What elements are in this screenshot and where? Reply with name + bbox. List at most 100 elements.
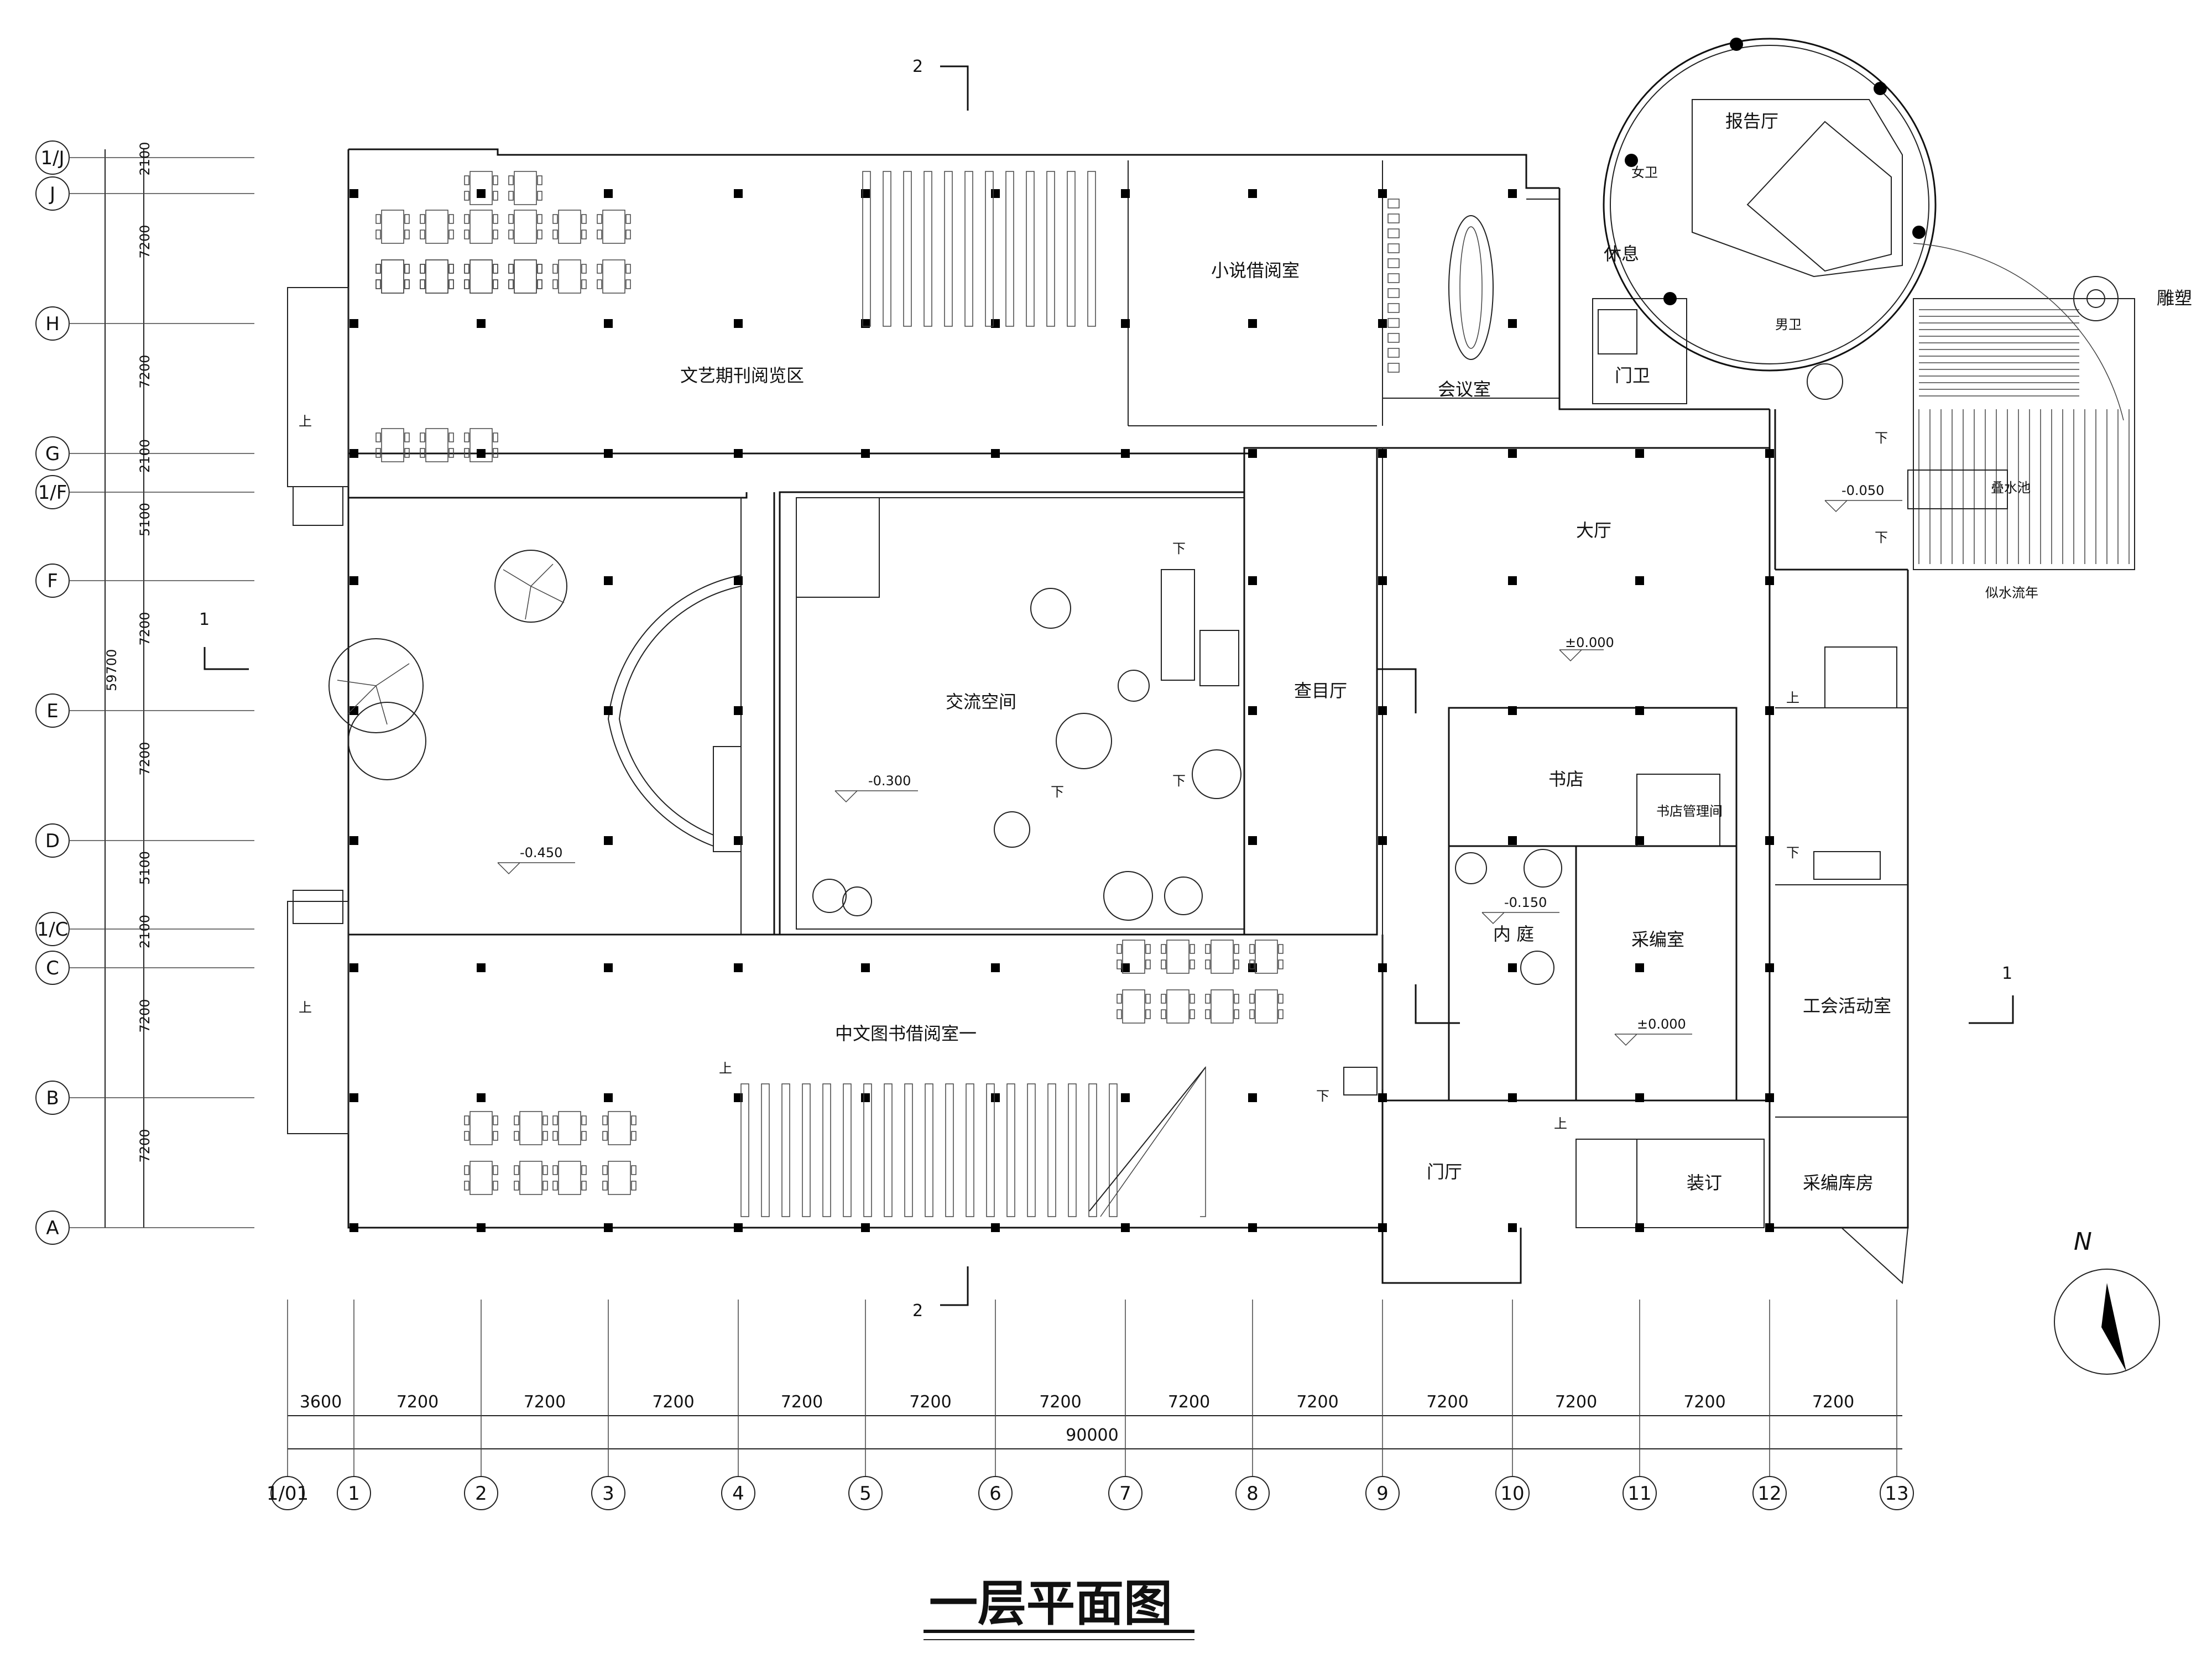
col-axis-bubble [337,1476,371,1510]
meeting-shelf [1387,273,1400,283]
reading-table [469,259,493,294]
structural-column [1248,319,1257,328]
reading-table [469,1111,493,1145]
row-axis-label: 1/J [40,147,64,169]
chair [1190,959,1195,969]
meeting-shelf [1387,258,1400,268]
chair [1249,994,1255,1004]
reading-table [558,1111,581,1145]
row-axis-label: E [46,700,58,722]
room-union: 工会活动室 [1803,995,1891,1016]
chair [375,432,381,442]
chair [375,264,381,274]
chair [448,229,454,239]
stair-down-4: 下 [1875,430,1888,446]
room-entrance: 门厅 [1427,1161,1462,1182]
col-dim-value: 7200 [1426,1392,1468,1412]
bookshelf [781,1083,790,1217]
structural-column [991,1093,1000,1102]
chair [602,1131,608,1141]
row-dim-value: 7200 [137,999,153,1032]
chair [404,229,410,239]
chair [552,279,558,289]
water-pool-box [1907,469,2008,509]
structural-column [1248,963,1257,972]
label-sculpture: 雕塑 [2157,288,2192,309]
bookshelf [986,1083,995,1217]
reading-table [1255,989,1278,1024]
stair-down-5: 下 [1875,530,1888,545]
chair [464,1181,469,1191]
stair-up-1: 上 [299,414,312,429]
structural-column [734,576,743,585]
chair [464,1165,469,1175]
room-catalog: 查目厅 [1294,680,1347,701]
level-lobby: ±0.000 [1565,635,1614,650]
chair [404,264,410,274]
row-dim-value: 2100 [137,142,153,175]
chair [552,264,558,274]
chair [493,229,498,239]
chair [542,1165,548,1175]
chair [464,1131,469,1141]
structural-column [604,1093,613,1102]
structural-column [349,449,358,458]
chair [420,264,425,274]
bookshelf [1006,1083,1015,1217]
reading-table [469,428,493,462]
chair [464,448,469,458]
chair [597,264,602,274]
chair [1205,959,1211,969]
row-axis-label: H [45,313,60,335]
chair [420,279,425,289]
structural-column [1121,1223,1130,1232]
structural-column [604,319,613,328]
level-east-steps: -0.050 [1841,483,1884,498]
chair [464,264,469,274]
structural-column [1635,963,1644,972]
bookshelf [802,1083,811,1217]
reading-table [425,210,448,244]
label-water-pool: 叠水池 [1991,480,2031,495]
structural-column [991,1223,1000,1232]
bookshelf [1087,171,1096,327]
chair [581,214,587,224]
col-dim-value: 7200 [1812,1392,1854,1412]
stair-down-1: 下 [1172,541,1186,556]
reading-table [558,259,581,294]
reading-table [519,1161,542,1195]
row-dim-value: 2100 [137,915,153,948]
col-axis-label: 9 [1376,1483,1389,1505]
meeting-shelf [1387,288,1400,298]
structural-column [1765,1093,1774,1102]
col-dim-value: 7200 [781,1392,823,1412]
bookshelf [1109,1083,1118,1217]
meeting-shelf [1387,333,1400,343]
structural-column [604,576,613,585]
row-dim-value: 7200 [137,354,153,388]
col-axis-label: 7 [1119,1483,1131,1505]
col-dim-value: 7200 [397,1392,439,1412]
row-dim-value: 7200 [137,225,153,258]
structural-column [604,963,613,972]
structural-column [604,1223,613,1232]
structural-column [477,1093,486,1102]
bookshelf [904,1083,913,1217]
reading-table [469,259,493,294]
chair [493,279,498,289]
chair [597,279,602,289]
bookshelf [924,171,932,327]
row-axis-label: B [46,1087,59,1109]
reading-table [381,259,404,294]
row-dim-value: 7200 [137,612,153,645]
chair [404,214,410,224]
row-dim-value: 5100 [137,503,153,536]
chair [375,229,381,239]
chair [1205,1009,1211,1019]
reading-table [1166,989,1190,1024]
chair [464,264,469,274]
row-axis-label: D [45,830,60,852]
meeting-shelf [1387,363,1400,373]
reading-table [381,428,404,462]
structural-column [861,449,870,458]
